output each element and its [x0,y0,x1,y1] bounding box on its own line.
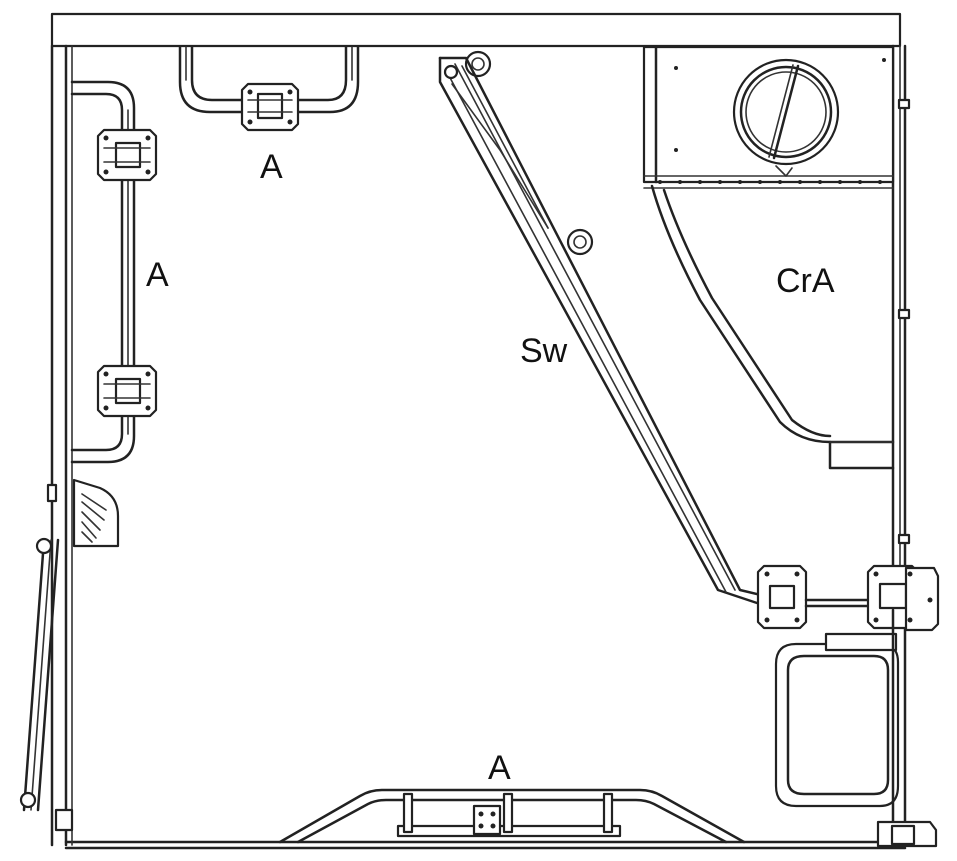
cab-frame [19,12,911,850]
label-top-handrail: A [260,148,283,186]
label-swing-arm: Sw [520,332,568,370]
label-bottom-step: A [488,749,511,787]
mount-bracket [240,82,300,132]
round-vent [732,58,840,177]
right-hinge-bracket [866,564,940,632]
top-handrail [178,45,360,132]
left-handrail [70,80,158,464]
label-cra: CrA [776,262,835,300]
mount-bracket [472,804,502,836]
corner-step-bracket [72,478,120,548]
cra-structure [642,45,895,470]
seat [774,608,938,848]
mount-bracket [96,128,158,182]
bottom-step-rail [278,788,746,844]
rivet-row [658,180,882,184]
label-left-handrail: A [146,256,169,294]
swing-arm [438,50,872,630]
mount-bracket [756,564,808,630]
door-strut [19,483,74,832]
mount-bracket [96,364,158,418]
